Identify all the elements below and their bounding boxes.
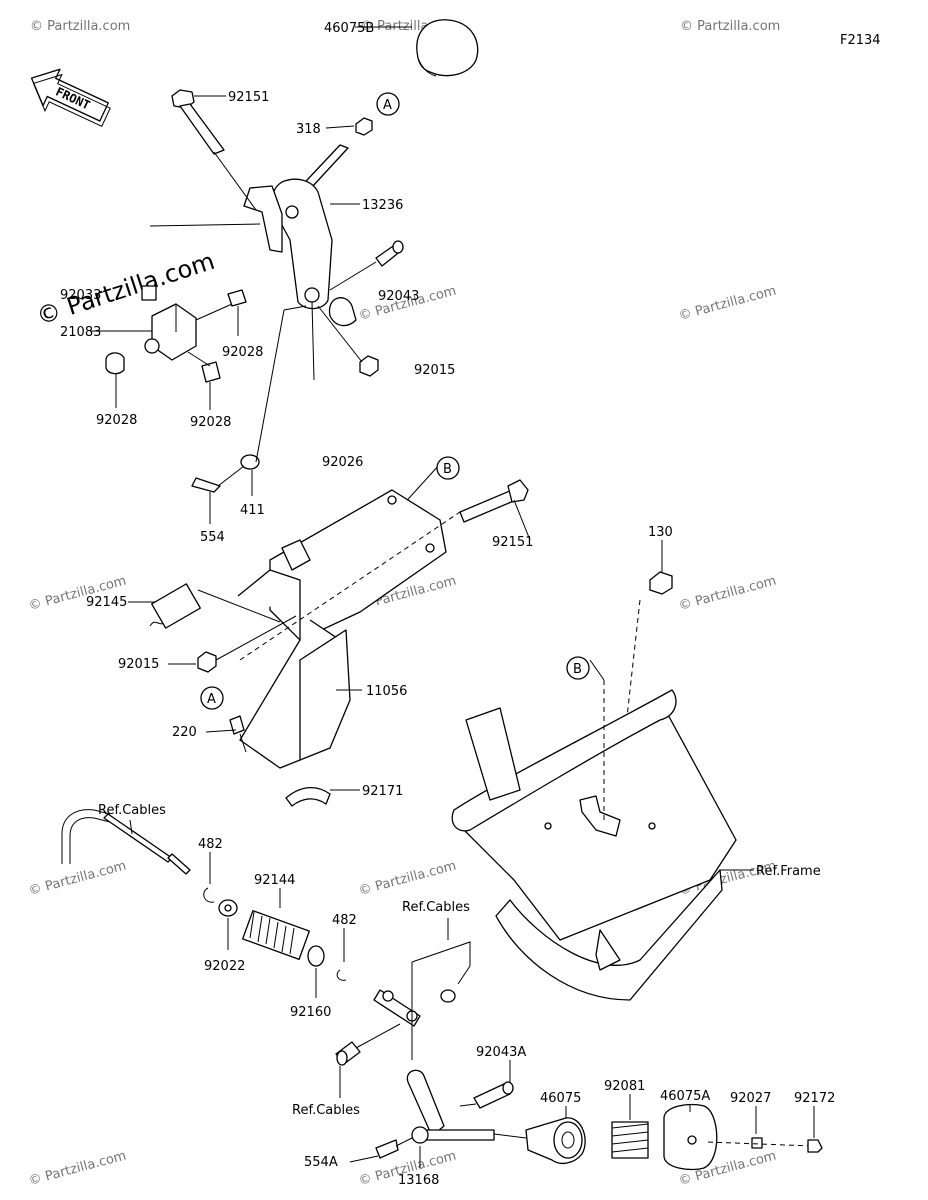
ref-frame-label: Ref.Frame: [756, 864, 821, 879]
part-label: 554A: [304, 1155, 338, 1170]
lever-13236: [243, 144, 349, 310]
callout-b2: B: [566, 656, 590, 680]
svg-text:A: A: [207, 692, 216, 707]
part-label: 92028: [96, 413, 137, 428]
spring-92144: [242, 909, 310, 961]
watermark: © Partzilla.com: [27, 1148, 128, 1188]
part-label: 482: [198, 837, 223, 852]
part-label: 21083: [60, 325, 101, 340]
part-label: 13168: [398, 1173, 439, 1188]
part-label: 92043A: [476, 1045, 526, 1060]
part-label: 11056: [366, 684, 407, 699]
part-label: 46075B: [324, 21, 374, 36]
svg-text:A: A: [383, 98, 392, 113]
part-label: 411: [240, 503, 265, 518]
part-label: 46075A: [660, 1089, 710, 1104]
collar-92027: [751, 1137, 763, 1149]
washer-92160: [307, 945, 325, 967]
watermark: © Partzilla.com: [680, 19, 780, 34]
part-label: 482: [332, 913, 357, 928]
bolt-130: [619, 571, 673, 781]
washer-411: [240, 454, 260, 470]
pedal-arm-13168: [406, 1069, 495, 1144]
pin-554: [191, 477, 221, 493]
part-label: 92022: [204, 959, 245, 974]
ref-cables-label: Ref.Cables: [98, 803, 166, 818]
svg-text:B: B: [573, 662, 582, 677]
nut-92015-mid: [197, 651, 217, 673]
bolt-92151-top: [171, 89, 225, 155]
knob-46075B: [416, 19, 479, 77]
part-label: 318: [296, 122, 321, 137]
clamp-92171: [285, 787, 331, 807]
bushing-92028-c: [201, 361, 221, 383]
part-label: 92081: [604, 1079, 645, 1094]
watermark: © Partzilla.com: [27, 858, 128, 898]
part-label: 92144: [254, 873, 295, 888]
spring-92081: [611, 1121, 649, 1159]
part-label: 92028: [190, 415, 231, 430]
part-label: 92015: [118, 657, 159, 672]
part-label: 220: [172, 725, 197, 740]
callout-b1: B: [436, 456, 460, 480]
bushing-92028-a: [227, 289, 247, 307]
watermark: © Partzilla.com: [677, 283, 778, 323]
frame: [451, 689, 737, 1001]
cap-46075A: [663, 1103, 718, 1171]
part-label: 92026: [322, 455, 363, 470]
watermark: © Partzilla.com: [30, 19, 130, 34]
block-21083: [144, 303, 197, 361]
callout-a2: A: [200, 686, 224, 710]
part-label: 92172: [794, 1091, 835, 1106]
part-label: 92015: [414, 363, 455, 378]
linkage-plate: [373, 989, 421, 1027]
collar-92033: [141, 285, 157, 301]
svg-text:B: B: [443, 462, 452, 477]
part-label: 92043: [378, 289, 419, 304]
pin-ref-cables: [335, 1041, 361, 1066]
watermark: © Partzilla.com: [357, 858, 458, 898]
clip-92026: [328, 297, 357, 327]
part-label: 13236: [362, 198, 403, 213]
part-label: 92027: [730, 1091, 771, 1106]
screw-92172: [807, 1139, 823, 1153]
part-label: 92033: [60, 288, 101, 303]
part-label: 92171: [362, 784, 403, 799]
part-label: 92160: [290, 1005, 331, 1020]
bolt-92151-mid: [459, 479, 529, 523]
bracket-11056: [237, 489, 461, 769]
washer-ref-cables: [440, 989, 456, 1003]
spring-92145: [149, 583, 201, 629]
part-label: 92028: [222, 345, 263, 360]
diagram-code: F2134: [840, 33, 881, 48]
clip-482-a: [203, 887, 215, 903]
clip-482-b: [336, 969, 347, 981]
pin-92043A: [473, 1081, 514, 1109]
watermark: © Partzilla.com: [677, 573, 778, 613]
pedal-46075: [525, 1117, 586, 1165]
bushing-92028-b: [105, 352, 125, 375]
part-label: 46075: [540, 1091, 581, 1106]
part-label: 130: [648, 525, 673, 540]
pin-92043: [375, 240, 404, 267]
part-label: 92151: [492, 535, 533, 550]
cable: [61, 809, 191, 875]
ref-cables-label: Ref.Cables: [402, 900, 470, 915]
pin-554A: [375, 1139, 399, 1159]
front-arrow-icon: FRONT: [30, 68, 111, 127]
bolt-220: [229, 715, 247, 753]
nut-318: [355, 117, 373, 136]
ref-cables-label: Ref.Cables: [292, 1103, 360, 1118]
part-label: 554: [200, 530, 225, 545]
nut-92015-top: [359, 355, 379, 377]
part-label: 92151: [228, 90, 269, 105]
callout-a1: A: [376, 92, 400, 116]
part-label: 92145: [86, 595, 127, 610]
